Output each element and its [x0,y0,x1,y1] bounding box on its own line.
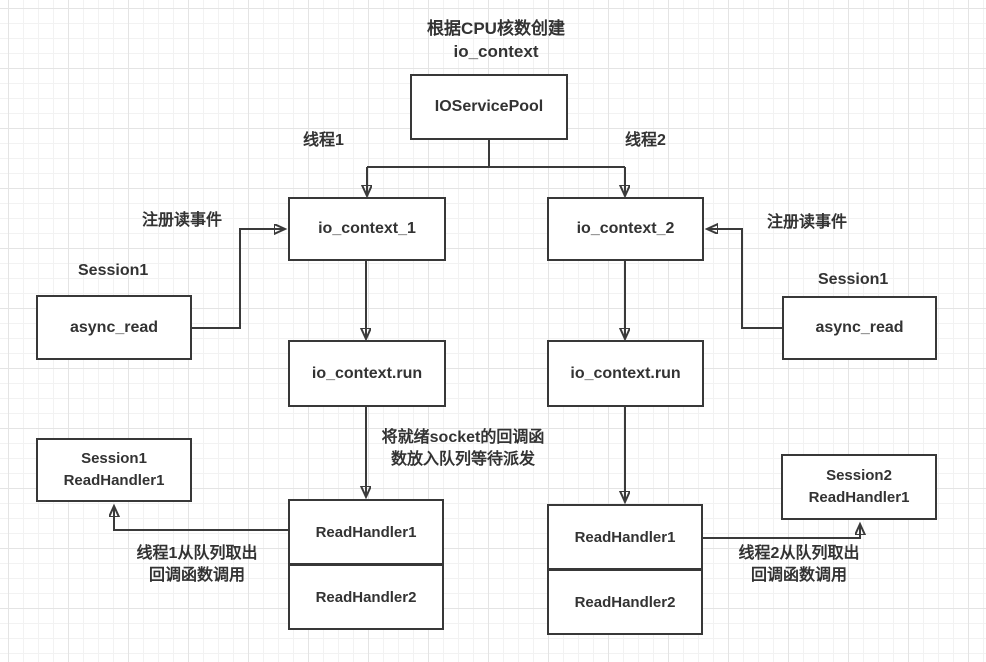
label-dequeue-note-right-line1: 线程2从队列取出 [738,545,860,562]
label-session1-right: Session1 [818,271,889,288]
label-enqueue-note: 将就绪socket的回调函 数放入队列等待派发 [343,427,583,471]
label-enqueue-note-line1: 将就绪socket的回调函 [381,429,545,446]
node-session2-readhandler1-line2: ReadHandler1 [808,489,910,506]
label-register-read-left: 注册读事件 [142,212,223,229]
label-register-read-right: 注册读事件 [767,214,848,231]
node-session1-readhandler1-line2: ReadHandler1 [63,472,165,489]
label-enqueue-note-line2: 数放入队列等待派发 [390,451,535,468]
connector-asyncread-left-to-context1 [192,229,284,329]
node-io-context-1: io_context_1 [288,197,446,261]
label-dequeue-note-right-line2: 回调函数调用 [750,567,847,584]
node-async-read-left: async_read [36,295,192,360]
connector-queue-left-to-handler [114,507,288,531]
diagram-title-line1: 根据CPU核数创建 [427,19,565,38]
queue-left-item-2: ReadHandler2 [290,563,442,628]
node-async-read-right: async_read [782,296,937,360]
node-io-context-run-left: io_context.run [288,340,446,407]
label-thread1: 线程1 [303,132,344,149]
connector-pool-split [367,140,625,168]
node-session1-readhandler1-line1: Session1 [81,450,147,467]
node-callback-queue-right: ReadHandler1 ReadHandler2 [547,504,703,635]
diagram-title: 根据CPU核数创建 io_context [346,17,646,63]
node-session1-readhandler1: Session1 ReadHandler1 [36,438,192,502]
connector-queue-right-to-handler [703,525,860,539]
node-callback-queue-left: ReadHandler1 ReadHandler2 [288,499,444,630]
label-session1-left: Session1 [78,262,149,279]
connector-asyncread-right-to-context2 [708,229,782,329]
node-session2-readhandler1: Session2 ReadHandler1 [781,454,937,520]
label-dequeue-note-right: 线程2从队列取出 回调函数调用 [709,543,889,587]
label-thread2: 线程2 [625,132,666,149]
node-session2-readhandler1-line1: Session2 [826,467,892,484]
queue-right-item-1: ReadHandler1 [574,528,676,546]
node-io-context-run-right: io_context.run [547,340,704,407]
node-io-context-2: io_context_2 [547,197,704,261]
label-dequeue-note-left: 线程1从队列取出 回调函数调用 [107,543,287,587]
label-dequeue-note-left-line1: 线程1从队列取出 [136,545,258,562]
label-dequeue-note-left-line2: 回调函数调用 [148,567,245,584]
diagram-title-line2: io_context [453,42,539,61]
node-ioservicepool: IOServicePool [410,74,568,140]
queue-left-item-1: ReadHandler1 [315,523,417,541]
queue-right-item-2: ReadHandler2 [549,568,701,633]
